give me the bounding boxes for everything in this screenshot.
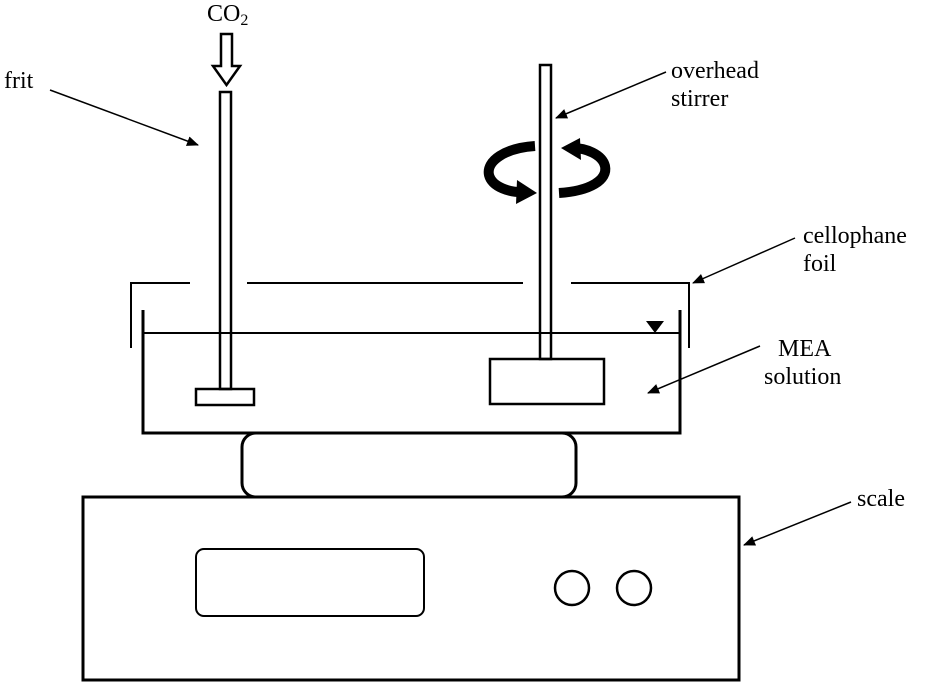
rotation-arrow-icon — [483, 138, 611, 204]
frit-tube — [218, 90, 233, 391]
liquid-level-marker — [646, 321, 664, 333]
solution-pointer-arrow — [647, 345, 761, 394]
co2-inlet-arrow — [210, 32, 243, 88]
scale-pad — [240, 431, 578, 499]
frit-pointer-arrow — [49, 89, 199, 146]
scale-display — [195, 548, 425, 617]
scale-label: scale — [857, 486, 905, 512]
scale-body — [81, 495, 741, 682]
beaker — [141, 310, 682, 435]
scale-knob-right — [615, 569, 653, 607]
co2-label-main: CO — [207, 1, 241, 27]
stirrer-shaft — [538, 63, 553, 361]
overhead-stirrer-label: overhead stirrer — [671, 57, 759, 113]
stirrer-paddle — [488, 357, 606, 406]
overhead-stirrer-label-line1: overhead — [671, 58, 759, 84]
cellophane-foil-shape — [130, 282, 690, 348]
cellophane-foil-label-line2: foil — [803, 251, 837, 277]
overhead-stirrer-label-line2: stirrer — [671, 86, 729, 112]
foil-pointer-arrow — [692, 237, 796, 284]
mea-solution-label-line2: solution — [764, 364, 842, 390]
co2-label: CO2 — [207, 0, 248, 35]
frit-disc — [194, 387, 256, 407]
frit-label: frit — [4, 68, 34, 94]
mea-solution-label: MEA solution — [764, 335, 841, 391]
scale-knob-left — [553, 569, 591, 607]
scale-pointer-arrow — [743, 501, 852, 546]
mea-solution-label-line1: MEA — [778, 336, 832, 362]
co2-label-subscript: 2 — [240, 12, 249, 29]
stirrer-pointer-arrow — [555, 71, 667, 119]
cellophane-foil-label-line1: cellophane — [803, 223, 907, 249]
cellophane-foil-label: cellophane foil — [803, 222, 907, 278]
